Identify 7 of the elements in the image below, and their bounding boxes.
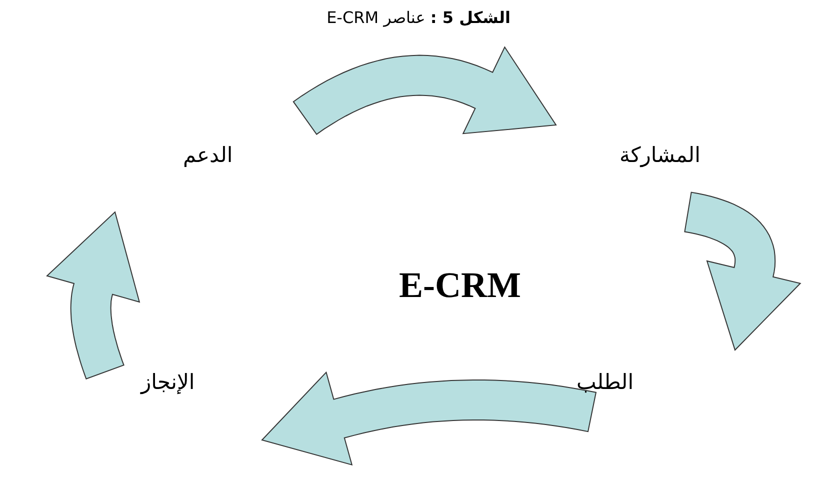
block-arrow xyxy=(261,371,597,466)
node-label: الإنجاز xyxy=(137,368,199,396)
node-label: الطلب xyxy=(572,368,638,396)
node-label: الدعم xyxy=(179,141,237,169)
center-label: E-CRM xyxy=(399,264,521,306)
figure-title: الشكل 5 : عناصر E-CRM xyxy=(326,8,510,27)
node-label: المشاركة xyxy=(616,141,704,169)
